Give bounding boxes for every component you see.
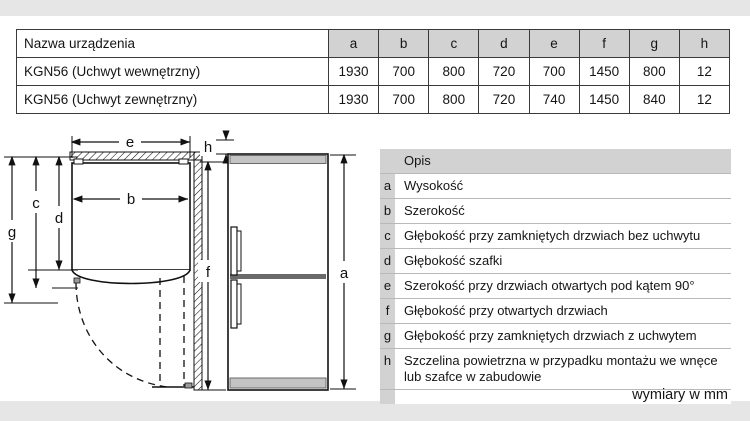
legend-desc-spacer xyxy=(395,390,731,404)
legend-panel: Opis a Wysokość b Szerokość c Głębokość … xyxy=(380,149,731,404)
dimension-f: f xyxy=(196,160,226,391)
units-note: wymiary w mm xyxy=(632,387,728,403)
cell-f: 1450 xyxy=(578,57,630,86)
upper-door-handle xyxy=(230,226,242,276)
legend-desc-g: Głębokość przy zamkniętych drzwiach z uc… xyxy=(404,328,697,343)
specification-table: Nazwa urządzenia a b c d e f g h KGN56 (… xyxy=(16,29,731,114)
device-name: KGN56 (Uchwyt wewnętrzny) xyxy=(16,57,329,86)
legend-item-g: g Głębokość przy zamkniętych drzwiach z … xyxy=(380,324,731,349)
legend-key-g: g xyxy=(380,324,395,348)
column-header-h: h xyxy=(678,29,731,58)
cell-b: 700 xyxy=(378,85,430,114)
legend-key-b: b xyxy=(380,199,395,223)
dimension-c: c xyxy=(26,155,46,288)
legend-header-key xyxy=(380,149,395,173)
cell-e: 700 xyxy=(528,57,580,86)
legend-item-a: a Wysokość xyxy=(380,174,731,199)
legend-desc-e: Szerokość przy drzwiach otwartych pod ką… xyxy=(404,278,695,293)
legend-item-f: f Głębokość przy otwartych drzwiach xyxy=(380,299,731,324)
legend-desc-d: Głębokość szafki xyxy=(404,253,503,268)
legend-desc-h: Szczelina powietrzna w przypadku montażu… xyxy=(404,353,718,384)
legend-item-h: h Szczelina powietrzna w przypadku monta… xyxy=(380,349,731,390)
column-header-f: f xyxy=(578,29,630,58)
appliance-elevation xyxy=(227,153,329,391)
cell-h: 12 xyxy=(678,85,731,114)
content-sheet: Nazwa urządzenia a b c d e f g h KGN56 (… xyxy=(0,16,750,404)
dimension-a: a xyxy=(330,153,356,390)
legend-item-c: c Głębokość przy zamkniętych drzwiach be… xyxy=(380,224,731,249)
cell-f: 1450 xyxy=(578,85,630,114)
cell-a: 1930 xyxy=(327,85,380,114)
legend-desc-c: Głębokość przy zamkniętych drzwiach bez … xyxy=(404,228,701,243)
dimension-g: g xyxy=(2,155,22,303)
column-header-d: d xyxy=(478,29,530,58)
dimension-label-c: c xyxy=(32,195,40,212)
dimension-label-h: h xyxy=(204,139,212,156)
cell-g: 840 xyxy=(628,85,680,114)
dimension-label-g: g xyxy=(8,224,16,241)
dimension-d: d xyxy=(49,155,69,270)
lower-door-handle xyxy=(230,279,242,329)
dimension-label-b: b xyxy=(127,191,135,208)
drawing-canvas: e b g xyxy=(2,130,356,391)
cell-d: 720 xyxy=(478,57,530,86)
technical-drawing: e b g xyxy=(0,128,372,400)
legend-key-f: f xyxy=(380,299,395,323)
door-swing-arc xyxy=(75,276,185,388)
cell-d: 720 xyxy=(478,85,530,114)
column-header-a: a xyxy=(327,29,380,58)
dimension-e: e xyxy=(70,131,191,158)
table-row: KGN56 (Uchwyt zewnętrzny) 1930 700 800 7… xyxy=(16,85,731,114)
legend-key-c: c xyxy=(380,224,395,248)
column-header-c: c xyxy=(428,29,480,58)
device-name: KGN56 (Uchwyt zewnętrzny) xyxy=(16,85,329,114)
dimension-label-a: a xyxy=(340,265,349,282)
legend-key-spacer xyxy=(380,390,395,404)
cell-c: 800 xyxy=(428,57,480,86)
legend-header-row: Opis xyxy=(380,149,731,174)
table-header-row: Nazwa urządzenia a b c d e f g h xyxy=(16,29,731,58)
cell-g: 800 xyxy=(628,57,680,86)
cell-e: 740 xyxy=(528,85,580,114)
dimension-h: h xyxy=(200,130,234,164)
legend-desc-f: Głębokość przy otwartych drzwiach xyxy=(404,303,608,318)
legend-header-label: Opis xyxy=(395,149,731,173)
legend-footer-spacer xyxy=(380,390,731,404)
legend-key-e: e xyxy=(380,274,395,298)
column-header-name: Nazwa urządzenia xyxy=(16,29,329,58)
legend-key-d: d xyxy=(380,249,395,273)
legend-item-d: d Głębokość szafki xyxy=(380,249,731,274)
dimension-label-e: e xyxy=(126,134,134,151)
cell-b: 700 xyxy=(378,57,430,86)
legend-desc-a: Wysokość xyxy=(404,178,464,193)
legend-key-a: a xyxy=(380,174,395,198)
table-row: KGN56 (Uchwyt wewnętrzny) 1930 700 800 7… xyxy=(16,57,731,86)
legend-item-e: e Szerokość przy drzwiach otwartych pod … xyxy=(380,274,731,299)
dimension-label-d: d xyxy=(55,210,63,227)
legend-desc-b: Szerokość xyxy=(404,203,465,218)
legend-key-h: h xyxy=(380,349,395,389)
column-header-b: b xyxy=(378,29,430,58)
cell-c: 800 xyxy=(428,85,480,114)
column-header-g: g xyxy=(628,29,680,58)
cell-h: 12 xyxy=(678,57,731,86)
dimension-label-f: f xyxy=(206,264,211,281)
legend-item-b: b Szerokość xyxy=(380,199,731,224)
cell-a: 1930 xyxy=(327,57,380,86)
column-header-e: e xyxy=(528,29,580,58)
door-open-endpoints xyxy=(73,277,194,389)
dimension-b: b xyxy=(72,188,188,208)
cabinet-plan-body xyxy=(71,158,191,285)
